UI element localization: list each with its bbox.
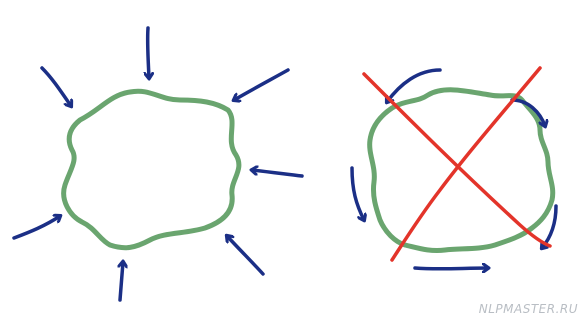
circular-arrow-icon [413,268,488,269]
inward-arrow-icon [227,236,265,276]
inward-arrow-icon [234,68,290,100]
right-green-outline [367,87,556,253]
inward-arrow-icon [40,66,71,106]
left-green-outline [61,88,242,251]
inward-arrow-icon [12,216,60,240]
right-figure [350,66,558,269]
watermark-text: NLPMASTER.RU [478,302,578,316]
circular-arrow-icon [350,166,364,220]
inward-arrow-icon [252,170,304,178]
left-figure [12,26,304,302]
circular-arrow-icon [510,98,545,126]
red-cross-icon [362,66,552,262]
inward-arrow-icon [120,262,123,302]
inward-arrow-icon [148,26,149,78]
circular-arrow-icon [387,68,442,102]
